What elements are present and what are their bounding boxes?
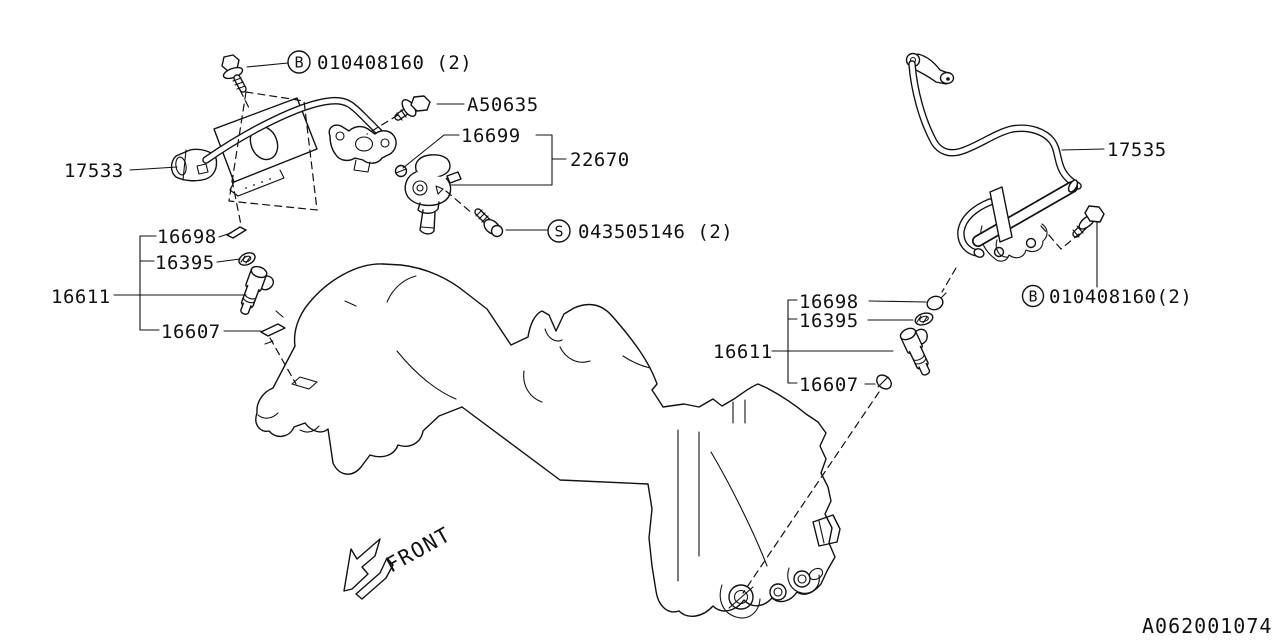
- grommet-16395-right: [914, 312, 934, 326]
- seal-16698-right: [926, 292, 947, 311]
- pipe-end-flange: [328, 124, 397, 173]
- throttle-chamber-assembly: [170, 96, 397, 197]
- screw-s-drawing: [474, 208, 504, 238]
- callout-right-16698: 16698: [799, 291, 859, 313]
- cushion-16607-right: [876, 374, 892, 390]
- callout-16699: 16699: [461, 125, 521, 147]
- diagram-id: A062001074: [1142, 614, 1272, 638]
- manifold-flange-ports: [719, 514, 841, 619]
- grommet-16395-left: [238, 252, 256, 266]
- callout-right-16611: 16611: [713, 341, 773, 363]
- seal-16698-left: [226, 226, 247, 239]
- callout-bolt-b-top: B 010408160 (2): [287, 50, 472, 74]
- callout-number-bolt-b-right: 010408160(2): [1049, 286, 1192, 308]
- fuel-rail-right-drawing: [957, 179, 1079, 262]
- callout-number-bolt-b-top: 010408160 (2): [317, 52, 472, 74]
- leader-lines: [113, 62, 1105, 385]
- bolt-b-left-drawing: [221, 54, 247, 93]
- callout-right-16607: 16607: [799, 374, 859, 396]
- callout-number-screw-s: 043505146 (2): [578, 221, 733, 243]
- callout-17535: 17535: [1107, 139, 1167, 161]
- vacuum-nipple-16699: [394, 164, 408, 178]
- callout-right-16395: 16395: [799, 310, 859, 332]
- callout-left-16607: 16607: [161, 321, 221, 343]
- injector-left-drawing: [226, 226, 286, 337]
- callout-bolt-b-right: B 010408160(2): [1021, 284, 1192, 308]
- front-label: FRONT: [382, 522, 455, 577]
- chamber-plate: [213, 97, 318, 183]
- gasket-plane-dashed: [228, 91, 318, 211]
- callout-letter-b-right: B: [1028, 288, 1037, 306]
- callout-22670: 22670: [570, 149, 630, 171]
- callout-screw-s: S 043505146 (2): [547, 219, 733, 243]
- injector-right-drawing: [876, 292, 947, 390]
- front-arrow-icon: [343, 538, 381, 592]
- cushion-16607-left: [260, 323, 286, 337]
- callout-17533: 17533: [64, 160, 124, 182]
- injector-16611-right: [899, 327, 931, 376]
- callout-letter-s: S: [554, 223, 563, 241]
- callout-a50635: A50635: [467, 94, 539, 116]
- callout-left-16698: 16698: [157, 226, 217, 248]
- bolt-b-right-drawing: [1072, 205, 1105, 238]
- callout-left-16611: 16611: [51, 286, 111, 308]
- fuel-pipe-17535-drawing: [905, 52, 1082, 190]
- rail-bracket-strap: [989, 186, 1013, 258]
- callout-left-16395: 16395: [155, 252, 215, 274]
- manifold-inner-details: [257, 275, 768, 582]
- bolt-a50635-drawing: [394, 95, 431, 121]
- pressure-regulator-22670: [394, 154, 462, 235]
- pipe-top-bracket: [905, 52, 955, 85]
- rail-crossover-tube: [957, 198, 994, 258]
- front-direction-arrow: FRONT: [343, 522, 455, 600]
- callout-letter-b-top: B: [294, 54, 303, 72]
- injector-16611-left: [240, 265, 275, 315]
- intake-manifold-drawing: [255, 263, 841, 619]
- projection-dashed-lines: [228, 89, 1080, 594]
- callout-labels: B 010408160 (2) A50635 16699 22670 S 043…: [51, 50, 1272, 638]
